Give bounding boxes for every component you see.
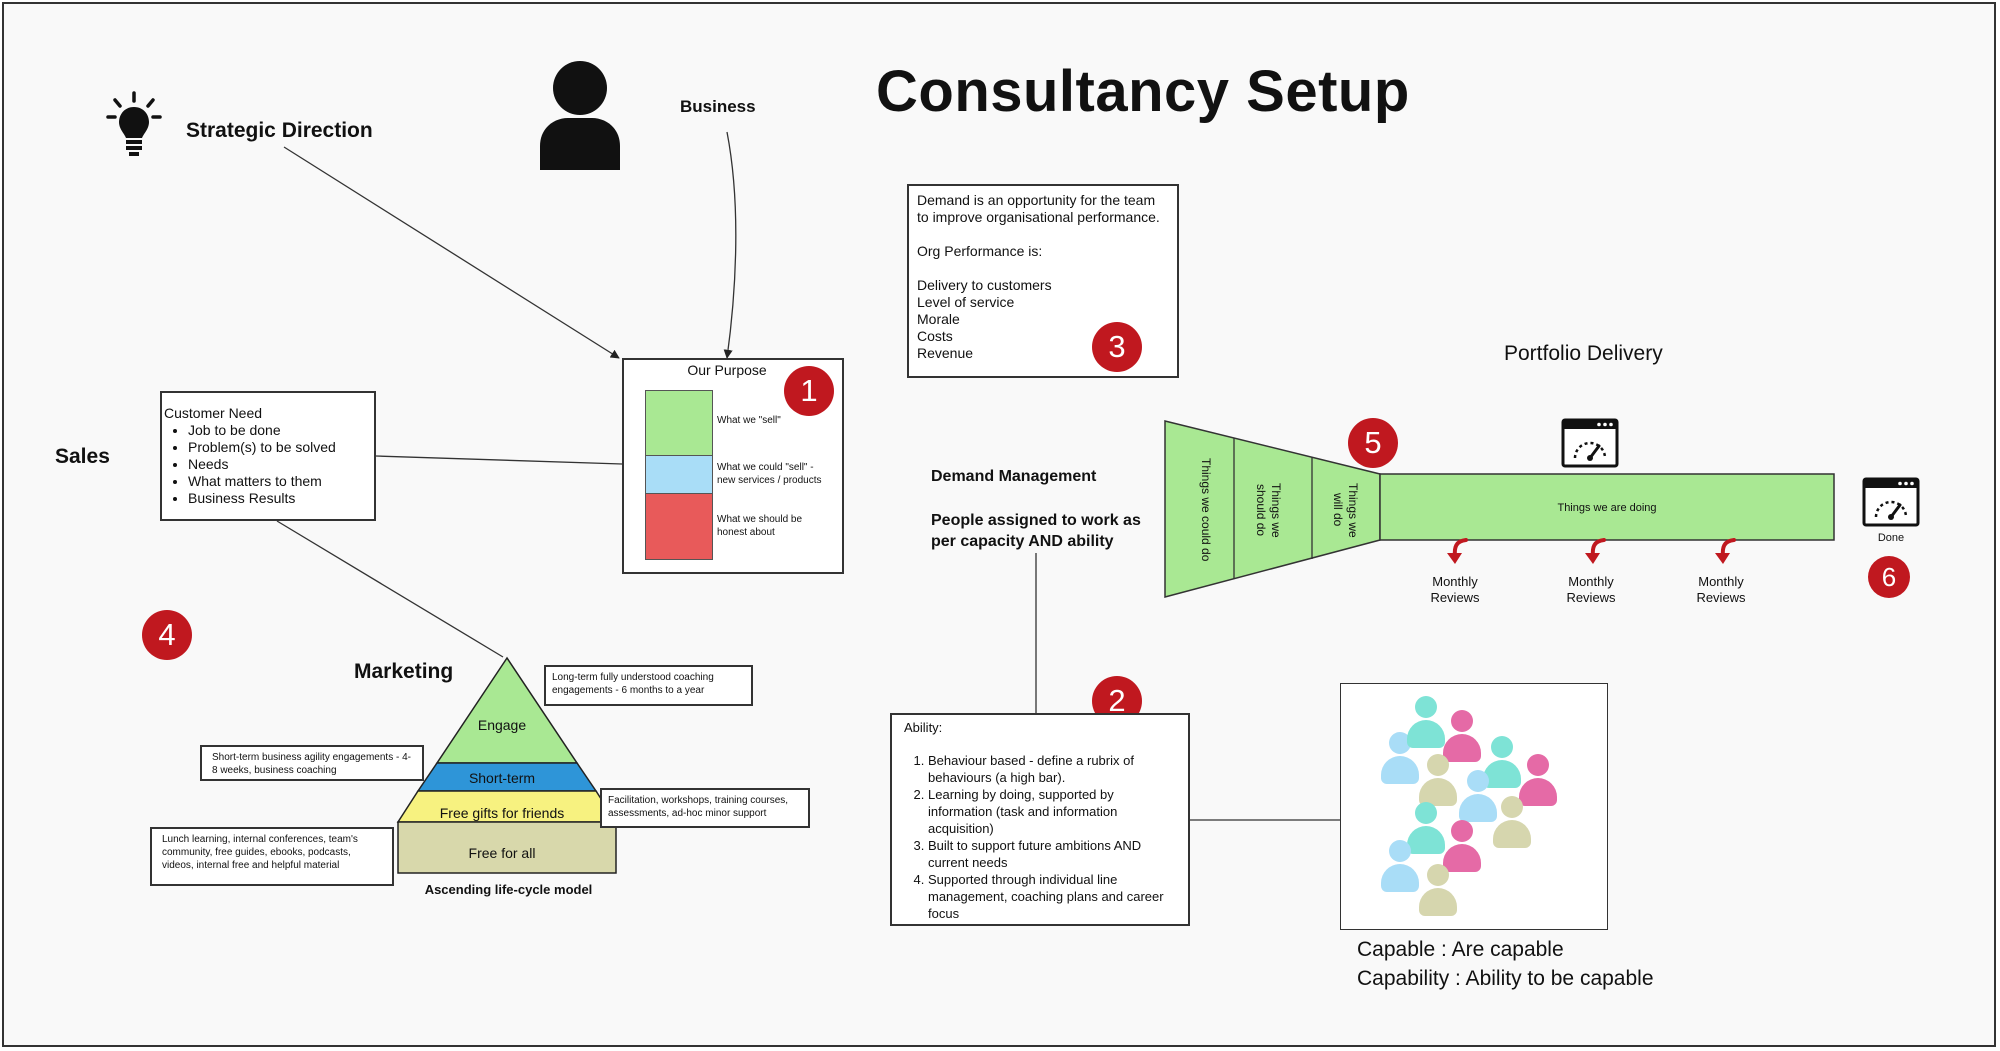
person-icon bbox=[1443, 710, 1481, 762]
sales-label: Sales bbox=[55, 445, 110, 468]
strategic-to-purpose-arrow bbox=[283, 146, 620, 359]
ability-box: Ability: Behaviour based - define a rubr… bbox=[890, 713, 1190, 926]
demand-note-items: Delivery to customers Level of service M… bbox=[917, 277, 1169, 362]
perf-item: Morale bbox=[917, 311, 960, 327]
customer-need-item: Problem(s) to be solved bbox=[188, 439, 372, 456]
purpose-honest-block bbox=[645, 493, 713, 560]
portfolio-funnel bbox=[1164, 420, 1835, 598]
doing-label: Things we are doing bbox=[1557, 502, 1657, 514]
person-icon bbox=[1493, 796, 1531, 848]
purpose-sell-block bbox=[645, 390, 713, 456]
lightbulb-icon bbox=[106, 91, 162, 156]
dashboard-icon bbox=[1862, 477, 1920, 527]
marketing-label: Marketing bbox=[354, 660, 454, 683]
demand-note-perf-heading: Org Performance is: bbox=[917, 243, 1043, 259]
long-term-note-text: Long-term fully understood coaching enga… bbox=[552, 672, 714, 696]
review-arrow-icon bbox=[1585, 538, 1606, 564]
customer-need-title: Customer Need bbox=[164, 405, 263, 421]
free-note-text: Lunch learning, internal conferences, te… bbox=[162, 834, 358, 871]
business-label: Business bbox=[680, 97, 756, 116]
purpose-could-sell-block bbox=[645, 455, 713, 494]
need-to-purpose-line bbox=[375, 455, 623, 465]
perf-item: Costs bbox=[917, 328, 953, 344]
short-term-note-text: Short-term business agility engagements … bbox=[212, 752, 411, 776]
capability-definition: Capability : Ability to be capable bbox=[1357, 967, 1654, 990]
free-note: Lunch learning, internal conferences, te… bbox=[150, 827, 394, 886]
person-icon bbox=[1407, 696, 1445, 748]
lifecycle-pyramid bbox=[396, 656, 618, 874]
short-term-note: Short-term business agility engagements … bbox=[200, 745, 424, 781]
facilitation-note: Facilitation, workshops, training course… bbox=[600, 788, 810, 828]
badge-4: 4 bbox=[142, 610, 192, 660]
pyramid-caption: Ascending life-cycle model bbox=[424, 882, 593, 897]
person-icon bbox=[1381, 732, 1419, 784]
ability-list: Behaviour based - define a rubrix of beh… bbox=[904, 752, 1176, 922]
purpose-could-sell-text: What we could "sell" - new services / pr… bbox=[717, 462, 822, 486]
page-title: Consultancy Setup bbox=[876, 59, 1410, 124]
ability-item: Behaviour based - define a rubrix of beh… bbox=[928, 752, 1176, 786]
ability-item: Supported through individual line manage… bbox=[928, 871, 1176, 922]
person-icon bbox=[1381, 840, 1419, 892]
facilitation-note-text: Facilitation, workshops, training course… bbox=[608, 795, 789, 819]
person-icon bbox=[1419, 864, 1457, 916]
customer-need-item: Business Results bbox=[188, 490, 372, 507]
portfolio-title: Portfolio Delivery bbox=[1504, 342, 1663, 365]
person-icon bbox=[1419, 754, 1457, 806]
badge-3: 3 bbox=[1092, 322, 1142, 372]
person-icon bbox=[1459, 770, 1497, 822]
pyramid-engage-label: Engage bbox=[477, 717, 527, 733]
funnel-could-do: Things we could do bbox=[1199, 458, 1213, 562]
pyramid-free-for-all bbox=[397, 821, 617, 874]
dashboard-icon bbox=[1561, 418, 1619, 468]
funnel-will-do: Things we will do bbox=[1331, 482, 1360, 538]
customer-need-list: Job to be done Problem(s) to be solved N… bbox=[164, 422, 372, 507]
pyramid-short-term-label: Short-term bbox=[468, 770, 536, 786]
capable-definition: Capable : Are capable bbox=[1357, 938, 1564, 961]
customer-need-item: Needs bbox=[188, 456, 372, 473]
purpose-sell-text: What we "sell" bbox=[717, 415, 781, 426]
review-arrow-icon bbox=[1715, 538, 1736, 564]
review-arrow-icon bbox=[1447, 538, 1468, 564]
person-icon bbox=[540, 61, 620, 170]
demand-management-title: Demand Management bbox=[931, 468, 1097, 485]
customer-need-item: Job to be done bbox=[188, 422, 372, 439]
ability-item: Learning by doing, supported by informat… bbox=[928, 786, 1176, 837]
badge-5: 5 bbox=[1348, 418, 1398, 468]
ability-item: Built to support future ambitions AND cu… bbox=[928, 837, 1176, 871]
customer-need-item: What matters to them bbox=[188, 473, 372, 490]
pyramid-free-gifts-label: Free gifts for friends bbox=[439, 805, 565, 821]
badge-1: 1 bbox=[784, 366, 834, 416]
business-to-purpose-arrow bbox=[723, 131, 737, 359]
funnel-should-do: Things we should do bbox=[1254, 482, 1283, 538]
person-icon bbox=[1407, 802, 1445, 854]
monthly-review-label: Monthly Reviews bbox=[1430, 574, 1480, 605]
monthly-review-label: Monthly Reviews bbox=[1566, 574, 1616, 605]
strategic-direction-label: Strategic Direction bbox=[186, 119, 373, 142]
badge-6: 6 bbox=[1868, 556, 1910, 598]
capable-people-box bbox=[1340, 683, 1608, 930]
customer-need-box: Customer Need Job to be done Problem(s) … bbox=[160, 391, 376, 521]
purpose-title: Our Purpose bbox=[687, 362, 767, 378]
doing-bar bbox=[1379, 473, 1835, 541]
ability-title: Ability: bbox=[904, 720, 943, 735]
need-to-marketing-line bbox=[276, 520, 504, 658]
person-icon bbox=[1483, 736, 1521, 788]
long-term-note: Long-term fully understood coaching enga… bbox=[544, 665, 753, 706]
perf-item: Revenue bbox=[917, 345, 974, 361]
purpose-honest-text: What we should be honest about bbox=[717, 514, 803, 538]
purpose-box: Our Purpose What we "sell" What we could… bbox=[622, 358, 844, 574]
perf-item: Delivery to customers bbox=[917, 277, 1052, 293]
perf-item: Level of service bbox=[917, 294, 1015, 310]
person-icon bbox=[1519, 754, 1557, 806]
monthly-review-label: Monthly Reviews bbox=[1696, 574, 1746, 605]
demand-note-intro: Demand is an opportunity for the team to… bbox=[917, 192, 1160, 225]
person-icon bbox=[1443, 820, 1481, 872]
pyramid-free-for-all-label: Free for all bbox=[468, 845, 536, 861]
demand-management-subtitle: People assigned to work as per capacity … bbox=[931, 512, 1141, 550]
done-label: Done bbox=[1877, 532, 1905, 544]
